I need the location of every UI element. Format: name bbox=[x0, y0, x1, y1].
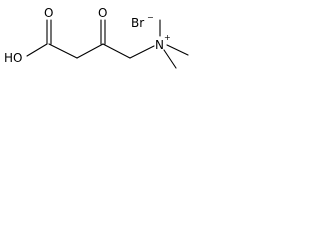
nitrogen-charge: + bbox=[164, 33, 171, 42]
bromide-charge: − bbox=[147, 13, 154, 22]
bond-nitrogen-methyl-right bbox=[166, 44, 189, 56]
bond-ketone-methylene bbox=[102, 43, 131, 59]
nitrogen-label: N bbox=[155, 38, 164, 52]
carboxyl-oxygen-label: O bbox=[44, 6, 53, 20]
bond-methylene-nitrogen bbox=[129, 45, 155, 59]
bromide-label: Br bbox=[131, 16, 144, 30]
bond-carboxyl-methylene bbox=[48, 43, 78, 59]
hydroxyl-label: HO bbox=[4, 51, 22, 65]
chemical-structure: HO O O N + Br − bbox=[4, 6, 189, 69]
bond-hydroxyl-carboxyl bbox=[26, 43, 48, 57]
ketone-oxygen-label: O bbox=[98, 6, 107, 20]
bond-methylene-ketone bbox=[76, 43, 104, 59]
bond-nitrogen-methyl-bottom bbox=[163, 49, 177, 69]
